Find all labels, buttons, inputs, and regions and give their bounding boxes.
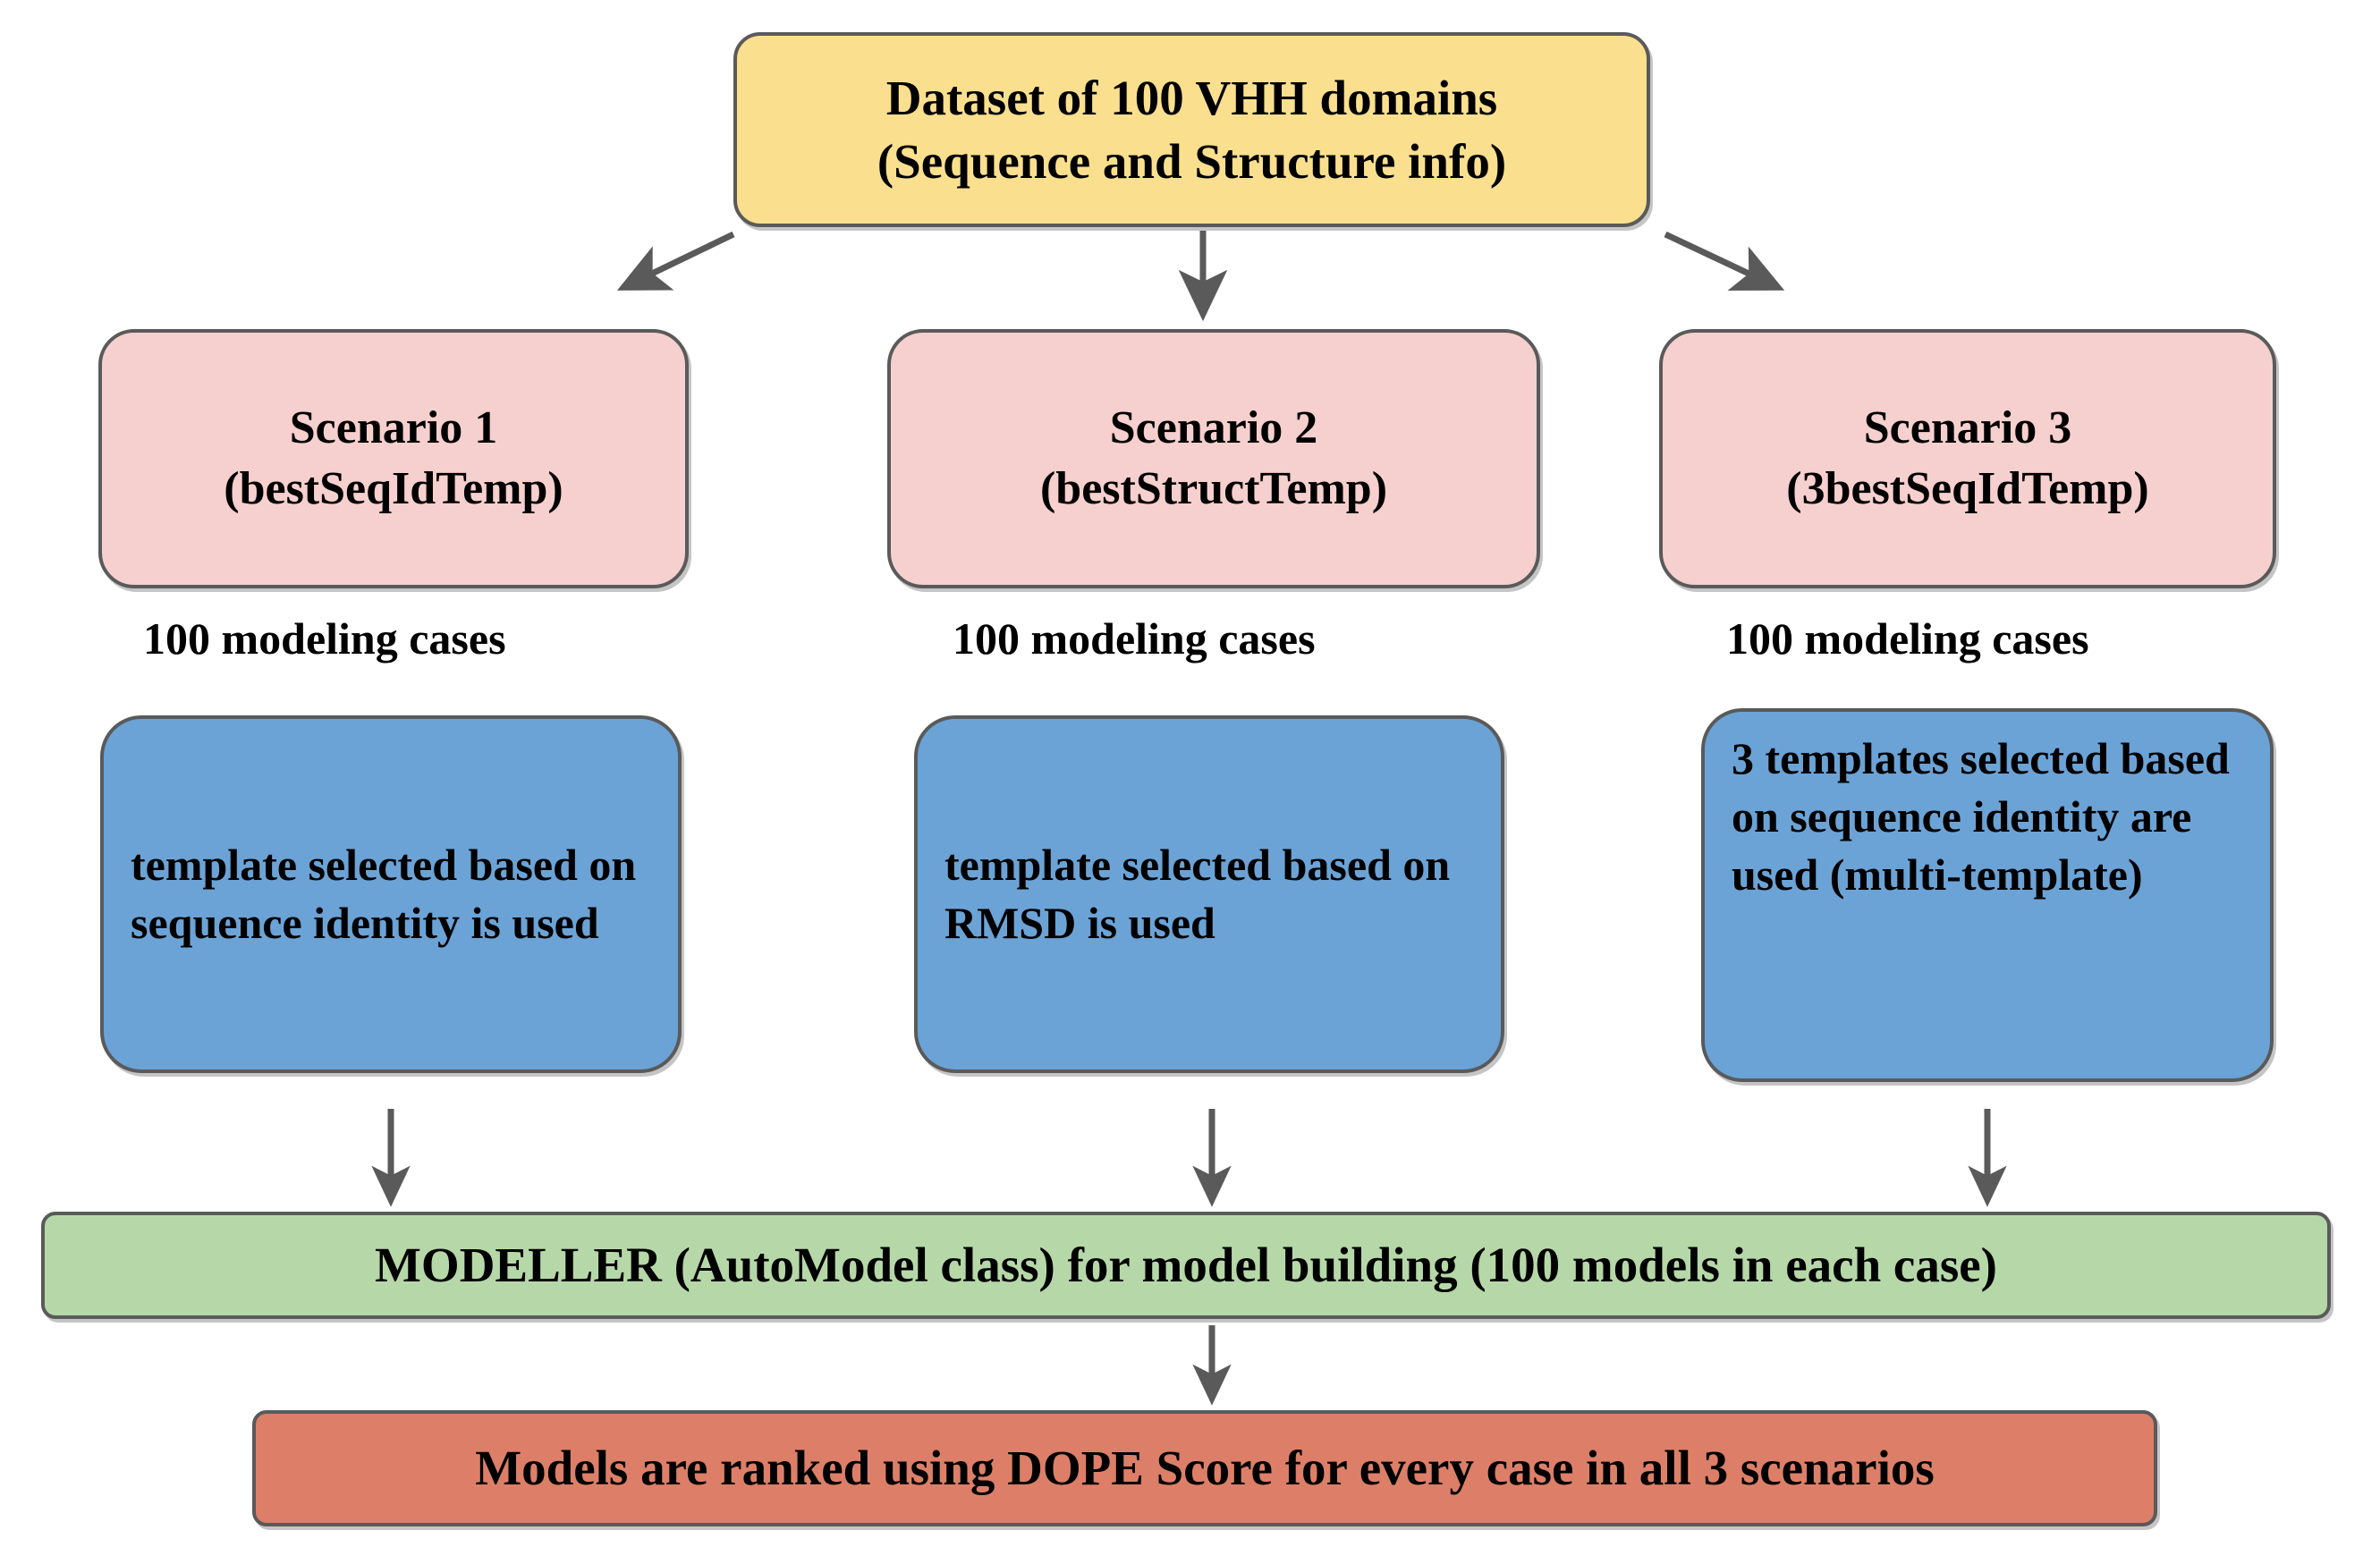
template-node-3[interactable]: 3 templates selected based on sequence i… bbox=[1701, 708, 2274, 1082]
scenario-2-line-2: (bestStructTemp) bbox=[1039, 463, 1388, 514]
modeller-node-label: MODELLER (AutoModel class) for model bui… bbox=[375, 1238, 1997, 1293]
dope-score-node[interactable]: Models are ranked using DOPE Score for e… bbox=[252, 1410, 2157, 1526]
scenario-3-node[interactable]: Scenario 3 (3bestSeqIdTemp) bbox=[1659, 329, 2276, 588]
arrow-dataset-to-scenario1 bbox=[616, 231, 735, 291]
dataset-line-2: (Sequence and Structure info) bbox=[877, 134, 1507, 189]
scenario-1-node[interactable]: Scenario 1 (bestSeqIdTemp) bbox=[98, 329, 689, 588]
dataset-line-1: Dataset of 100 VHH domains bbox=[885, 70, 1498, 125]
scenario-1-label: Scenario 1 (bestSeqIdTemp) bbox=[122, 398, 665, 519]
arrow-dataset-to-scenario3 bbox=[1664, 231, 1785, 291]
scenario-1-line-1: Scenario 1 bbox=[289, 402, 498, 454]
dataset-node[interactable]: Dataset of 100 VHH domains (Sequence and… bbox=[733, 32, 1650, 227]
scenario-3-line-2: (3bestSeqIdTemp) bbox=[1786, 463, 2149, 514]
dataset-node-label: Dataset of 100 VHH domains (Sequence and… bbox=[757, 66, 1627, 194]
scenario-2-node[interactable]: Scenario 2 (bestStructTemp) bbox=[887, 329, 1540, 588]
template-node-1[interactable]: template selected based on sequence iden… bbox=[100, 715, 682, 1073]
template-node-2[interactable]: template selected based on RMSD is used bbox=[914, 715, 1504, 1073]
modeller-node[interactable]: MODELLER (AutoModel class) for model bui… bbox=[41, 1212, 2331, 1319]
dope-score-node-label: Models are ranked using DOPE Score for e… bbox=[475, 1441, 1935, 1496]
scenario-3-label: Scenario 3 (3bestSeqIdTemp) bbox=[1682, 398, 2253, 519]
scenario-1-line-2: (bestSeqIdTemp) bbox=[224, 463, 563, 514]
template-node-3-label: 3 templates selected based on sequence i… bbox=[1732, 733, 2230, 900]
scenario-2-line-1: Scenario 2 bbox=[1109, 402, 1318, 454]
template-node-1-label: template selected based on sequence iden… bbox=[131, 840, 637, 948]
modeling-cases-label-3: 100 modeling cases bbox=[1726, 613, 2089, 664]
template-node-2-label: template selected based on RMSD is used bbox=[944, 840, 1451, 948]
modeling-cases-label-2: 100 modeling cases bbox=[953, 613, 1316, 664]
scenario-2-label: Scenario 2 (bestStructTemp) bbox=[910, 398, 1517, 519]
scenario-3-line-1: Scenario 3 bbox=[1863, 402, 2072, 454]
modeling-cases-label-1: 100 modeling cases bbox=[143, 613, 506, 664]
